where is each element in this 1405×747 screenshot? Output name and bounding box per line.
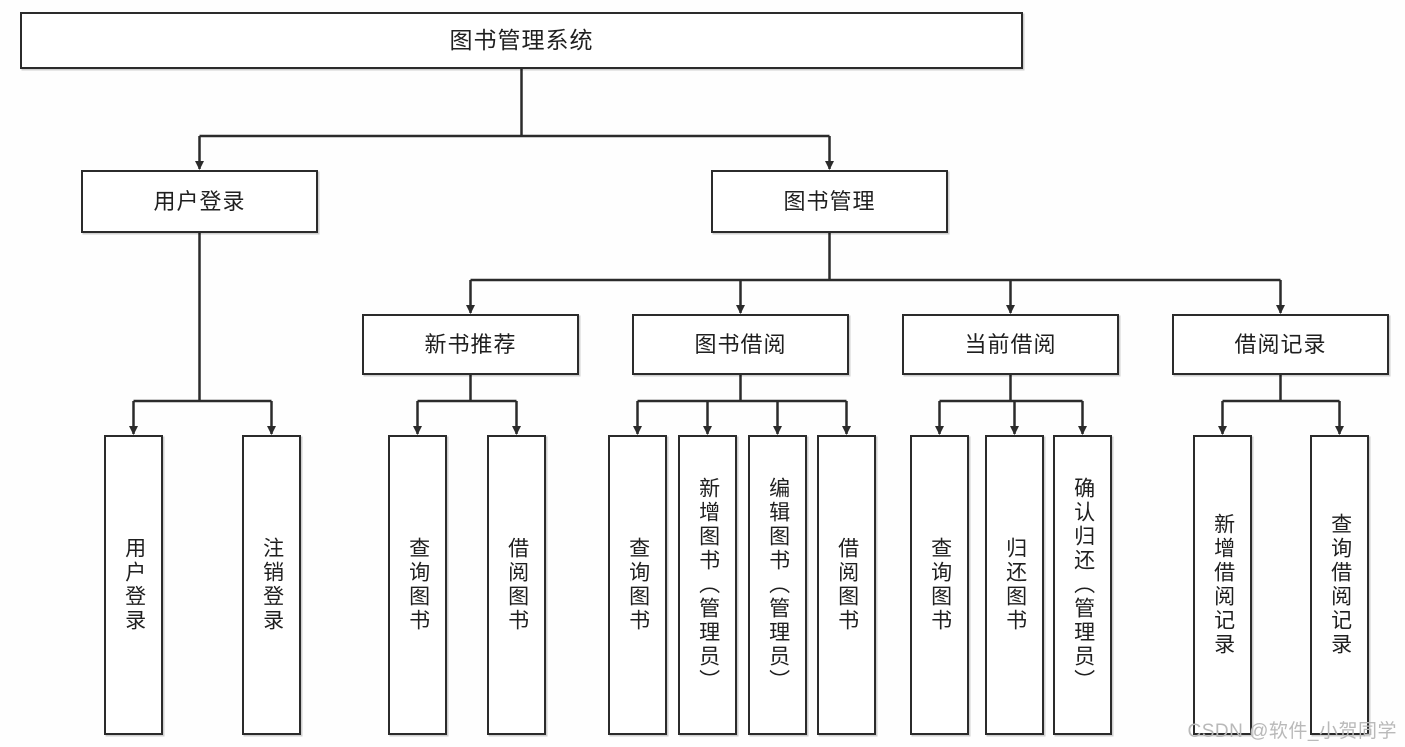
edge-paths xyxy=(129,69,1344,435)
node-root[interactable]: 图书管理系统 xyxy=(20,12,1023,69)
node-label: 查询借阅记录 xyxy=(1328,513,1352,657)
node-leaf-return[interactable]: 归还图书 xyxy=(985,435,1044,735)
node-book-borrow[interactable]: 图书借阅 xyxy=(632,314,849,375)
node-leaf-edit-book[interactable]: 编辑图书（管理员） xyxy=(748,435,807,735)
node-label: 用户登录 xyxy=(122,537,146,633)
node-label: 借阅图书 xyxy=(505,537,529,633)
node-leaf-borrow-1[interactable]: 借阅图书 xyxy=(487,435,546,735)
node-label: 确认归还（管理员） xyxy=(1071,477,1095,693)
node-label: 新增借阅记录 xyxy=(1211,513,1235,657)
node-label: 查询图书 xyxy=(406,537,430,633)
node-label: 编辑图书（管理员） xyxy=(766,477,790,693)
node-label: 图书借阅 xyxy=(694,331,787,357)
node-leaf-logout[interactable]: 注销登录 xyxy=(242,435,301,735)
node-label: 注销登录 xyxy=(260,537,284,633)
node-label: 查询图书 xyxy=(626,537,650,633)
node-leaf-query-3[interactable]: 查询图书 xyxy=(910,435,969,735)
node-label: 当前借阅 xyxy=(964,331,1057,357)
node-book-manage[interactable]: 图书管理 xyxy=(711,170,948,233)
node-new-book-rec[interactable]: 新书推荐 xyxy=(362,314,579,375)
node-leaf-query-1[interactable]: 查询图书 xyxy=(388,435,447,735)
node-label: 图书管理系统 xyxy=(449,27,594,54)
node-label: 新书推荐 xyxy=(424,331,517,357)
node-leaf-qry-record[interactable]: 查询借阅记录 xyxy=(1310,435,1369,735)
node-leaf-add-book[interactable]: 新增图书（管理员） xyxy=(678,435,737,735)
node-leaf-borrow-2[interactable]: 借阅图书 xyxy=(817,435,876,735)
node-leaf-user-login[interactable]: 用户登录 xyxy=(104,435,163,735)
node-label: 归还图书 xyxy=(1003,537,1027,633)
node-label: 用户登录 xyxy=(153,188,246,214)
node-label: 查询图书 xyxy=(928,537,952,633)
node-label: 借阅图书 xyxy=(835,537,859,633)
node-leaf-query-2[interactable]: 查询图书 xyxy=(608,435,667,735)
node-leaf-confirm[interactable]: 确认归还（管理员） xyxy=(1053,435,1112,735)
node-leaf-add-record[interactable]: 新增借阅记录 xyxy=(1193,435,1252,735)
node-label: 图书管理 xyxy=(783,188,876,214)
node-borrow-record[interactable]: 借阅记录 xyxy=(1172,314,1389,375)
node-current-borrow[interactable]: 当前借阅 xyxy=(902,314,1119,375)
node-label: 借阅记录 xyxy=(1234,331,1327,357)
node-label: 新增图书（管理员） xyxy=(696,477,720,693)
node-user-login[interactable]: 用户登录 xyxy=(81,170,318,233)
